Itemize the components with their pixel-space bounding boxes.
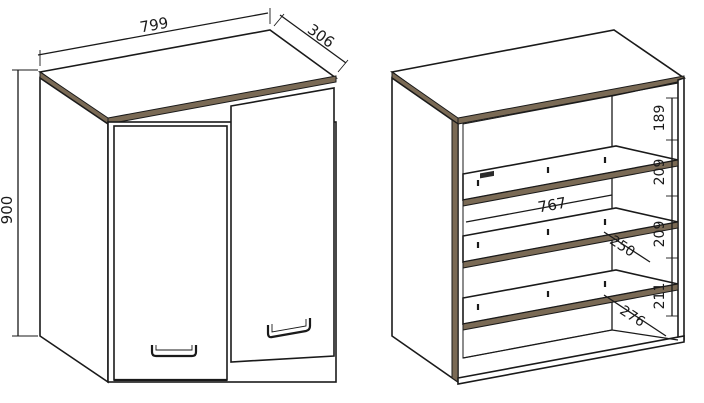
shelf-pins bbox=[476, 157, 607, 310]
bottom-panel bbox=[457, 335, 685, 385]
height-label: 900 bbox=[0, 196, 16, 225]
left-door bbox=[113, 125, 228, 381]
depth-dimension-line bbox=[279, 14, 347, 64]
gap-2-label: 209 bbox=[652, 159, 668, 186]
vertical-gap-dimensions: 189 209 209 211 bbox=[652, 97, 678, 317]
closed-cabinet: 799 306 900 bbox=[0, 8, 349, 384]
shelf-1 bbox=[462, 145, 679, 207]
gap-4-label: 211 bbox=[652, 283, 668, 310]
shelf-3 bbox=[462, 269, 679, 331]
right-door bbox=[230, 87, 335, 363]
inner-width-dimension-line bbox=[465, 194, 613, 223]
cabinet-left-side bbox=[39, 76, 109, 384]
gap-1-label: 189 bbox=[652, 105, 668, 132]
shelf-depth-upper-line bbox=[603, 231, 651, 263]
gap-3-label: 209 bbox=[652, 221, 668, 248]
inner-width-label: 767 bbox=[536, 194, 567, 217]
left-side-edge bbox=[451, 119, 459, 383]
open-cabinet-left-side bbox=[391, 76, 459, 384]
width-label: 799 bbox=[138, 14, 169, 37]
width-dimension-line bbox=[37, 12, 269, 56]
depth-label: 306 bbox=[304, 20, 338, 51]
door-handle-icon bbox=[266, 318, 312, 339]
right-side-panel bbox=[677, 76, 685, 344]
door-handle-icon bbox=[150, 345, 198, 358]
shelf-depth-lower-line bbox=[603, 294, 667, 337]
shelf-2 bbox=[462, 207, 679, 269]
open-cabinet: 767 250 276 189 209 209 211 bbox=[390, 29, 687, 385]
